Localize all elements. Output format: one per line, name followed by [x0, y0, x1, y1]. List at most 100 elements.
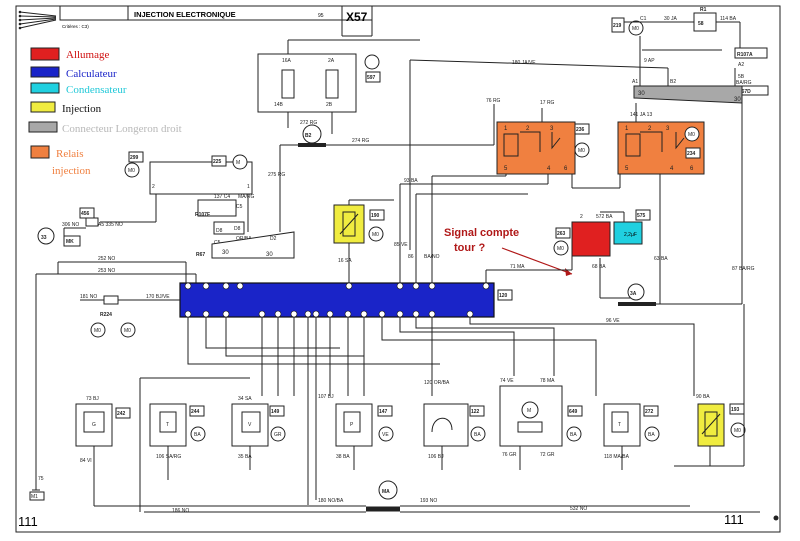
page-number-right: 111	[724, 512, 744, 527]
svg-text:M: M	[527, 408, 531, 414]
injector-190: 190 M0 16 SA	[333, 199, 394, 283]
svg-text:MK: MK	[66, 239, 74, 245]
svg-text:272: 272	[645, 409, 654, 415]
module-225: 225 M 299 M0 2 1	[100, 151, 253, 232]
svg-text:R224: R224	[100, 312, 112, 318]
svg-text:30: 30	[734, 97, 741, 103]
svg-text:BA: BA	[648, 432, 655, 438]
svg-text:274 RG: 274 RG	[352, 138, 369, 144]
svg-text:M0: M0	[632, 26, 639, 32]
svg-text:M0: M0	[688, 132, 695, 138]
svg-text:BA: BA	[474, 432, 481, 438]
bottom-bus: MA 180 NO/BA 193 NO 186 NO 532 NO	[93, 304, 760, 514]
svg-text:4: 4	[670, 166, 674, 172]
svg-text:141 JA 13: 141 JA 13	[630, 112, 652, 118]
svg-text:V: V	[248, 422, 252, 428]
svg-text:73 BJ: 73 BJ	[86, 396, 99, 402]
svg-text:6: 6	[564, 166, 568, 172]
left-wires: 252 NO 253 NO 75 M1	[29, 256, 197, 501]
svg-text:84 VI: 84 VI	[80, 458, 92, 464]
legend-label-2: injection	[52, 165, 91, 177]
svg-text:306 NO: 306 NO	[62, 222, 79, 228]
actuator-649: M 649 BA 74 VE 78 MA 76 GR 72 GR	[499, 378, 583, 458]
legend-item-allumage: Allumage	[30, 47, 109, 61]
svg-text:MA: MA	[382, 489, 390, 495]
svg-text:30 JA: 30 JA	[664, 16, 677, 22]
svg-text:456: 456	[81, 211, 90, 217]
connector-b2: B2 274 RG 275 RG	[268, 124, 494, 232]
svg-text:P: P	[350, 422, 354, 428]
top-right-connectors: 219 M0 C1 30 JA R1 58 114 BA R107A A2 5B…	[611, 7, 769, 96]
page-number-left: 111	[18, 514, 38, 529]
legend-label: Condensateur	[66, 84, 127, 96]
ref-number: 95	[318, 13, 324, 19]
svg-text:122: 122	[471, 409, 480, 415]
svg-text:299: 299	[130, 155, 139, 161]
svg-text:T: T	[618, 422, 621, 428]
relay-236: 1 2 3 5 4 6 236 M0 76 RG 17 RG	[486, 98, 590, 175]
svg-text:B2: B2	[670, 79, 676, 85]
sensor-122: 122 BA 120 OR/BA 106 BJ	[423, 380, 486, 460]
svg-text:263: 263	[557, 231, 566, 237]
svg-text:532 NO: 532 NO	[570, 506, 587, 512]
svg-text:1: 1	[247, 184, 250, 190]
legend-label: Calculateur	[66, 68, 117, 80]
svg-text:2: 2	[580, 214, 583, 220]
corner-dot-icon	[773, 515, 779, 521]
svg-text:78 MA: 78 MA	[540, 378, 555, 384]
calculator-id: 120	[499, 293, 508, 299]
ignition-coil-263: 263 M0 2 572 BA	[553, 211, 625, 257]
legend-label: Connecteur Longeron droit	[62, 123, 182, 135]
lower-wires: 96 VE	[187, 317, 695, 505]
svg-text:253 NO: 253 NO	[98, 268, 115, 274]
calculator-120: 120	[179, 282, 513, 318]
legend-item-injection: Injection	[30, 101, 102, 115]
sensor-147: P 147 VE 107 BJ 38 BA	[318, 394, 394, 460]
svg-text:M: M	[236, 160, 240, 166]
connector-r107a	[734, 47, 768, 59]
svg-text:MA/RG: MA/RG	[238, 194, 255, 200]
svg-text:3: 3	[550, 126, 554, 132]
svg-text:VE: VE	[382, 432, 389, 438]
svg-text:A1: A1	[632, 79, 638, 85]
svg-text:M0: M0	[94, 328, 101, 334]
svg-text:A5 335 NO: A5 335 NO	[98, 222, 123, 228]
svg-text:272 RG: 272 RG	[300, 120, 317, 126]
svg-text:A2: A2	[738, 62, 744, 68]
svg-text:M0: M0	[124, 328, 131, 334]
legend-item-connecteur: Connecteur Longeron droit	[28, 121, 182, 135]
svg-text:30: 30	[266, 252, 273, 258]
svg-text:193 NO: 193 NO	[420, 498, 437, 504]
svg-text:3A: 3A	[630, 291, 637, 297]
svg-text:86: 86	[408, 254, 414, 260]
svg-text:575: 575	[637, 213, 646, 219]
connector-fan-icon	[18, 10, 57, 30]
sensor-242: G 242 73 BJ 84 VI	[75, 396, 131, 464]
svg-text:170 BJ/VE: 170 BJ/VE	[146, 294, 170, 300]
top-wires: 180 JA/VE 9 AP	[409, 36, 722, 250]
svg-text:R107A: R107A	[737, 52, 753, 58]
svg-text:D8: D8	[234, 226, 241, 232]
svg-text:1: 1	[625, 126, 629, 132]
relay-234: 1 2 3 5 4 6 234 M0 141 JA 13	[617, 103, 705, 175]
svg-text:D8: D8	[216, 228, 223, 234]
svg-text:90 BA: 90 BA	[696, 394, 710, 400]
svg-text:72 GR: 72 GR	[540, 452, 555, 458]
svg-text:572 BA: 572 BA	[596, 214, 613, 220]
svg-text:B2: B2	[305, 133, 312, 139]
svg-text:234: 234	[687, 151, 696, 157]
connector-r107f-r67: R107F 137 C4 MA/RG C5 D8 D8 C5 OR/BA 30 …	[195, 194, 295, 259]
svg-text:68 BA: 68 BA	[592, 264, 606, 270]
svg-text:74 VE: 74 VE	[500, 378, 514, 384]
signal-annotation: Signal compte tour ? 71 MA 68 BA	[444, 227, 606, 283]
svg-text:M0: M0	[734, 428, 741, 434]
legend-item-relais: Relais injection	[30, 145, 91, 177]
svg-text:BA/RG: BA/RG	[736, 80, 752, 86]
svg-text:219: 219	[613, 23, 622, 29]
svg-text:M1: M1	[31, 494, 38, 500]
svg-text:186 NO: 186 NO	[172, 508, 189, 514]
legend-label: Allumage	[66, 49, 109, 61]
svg-text:GR: GR	[274, 432, 282, 438]
svg-text:33: 33	[41, 235, 47, 241]
